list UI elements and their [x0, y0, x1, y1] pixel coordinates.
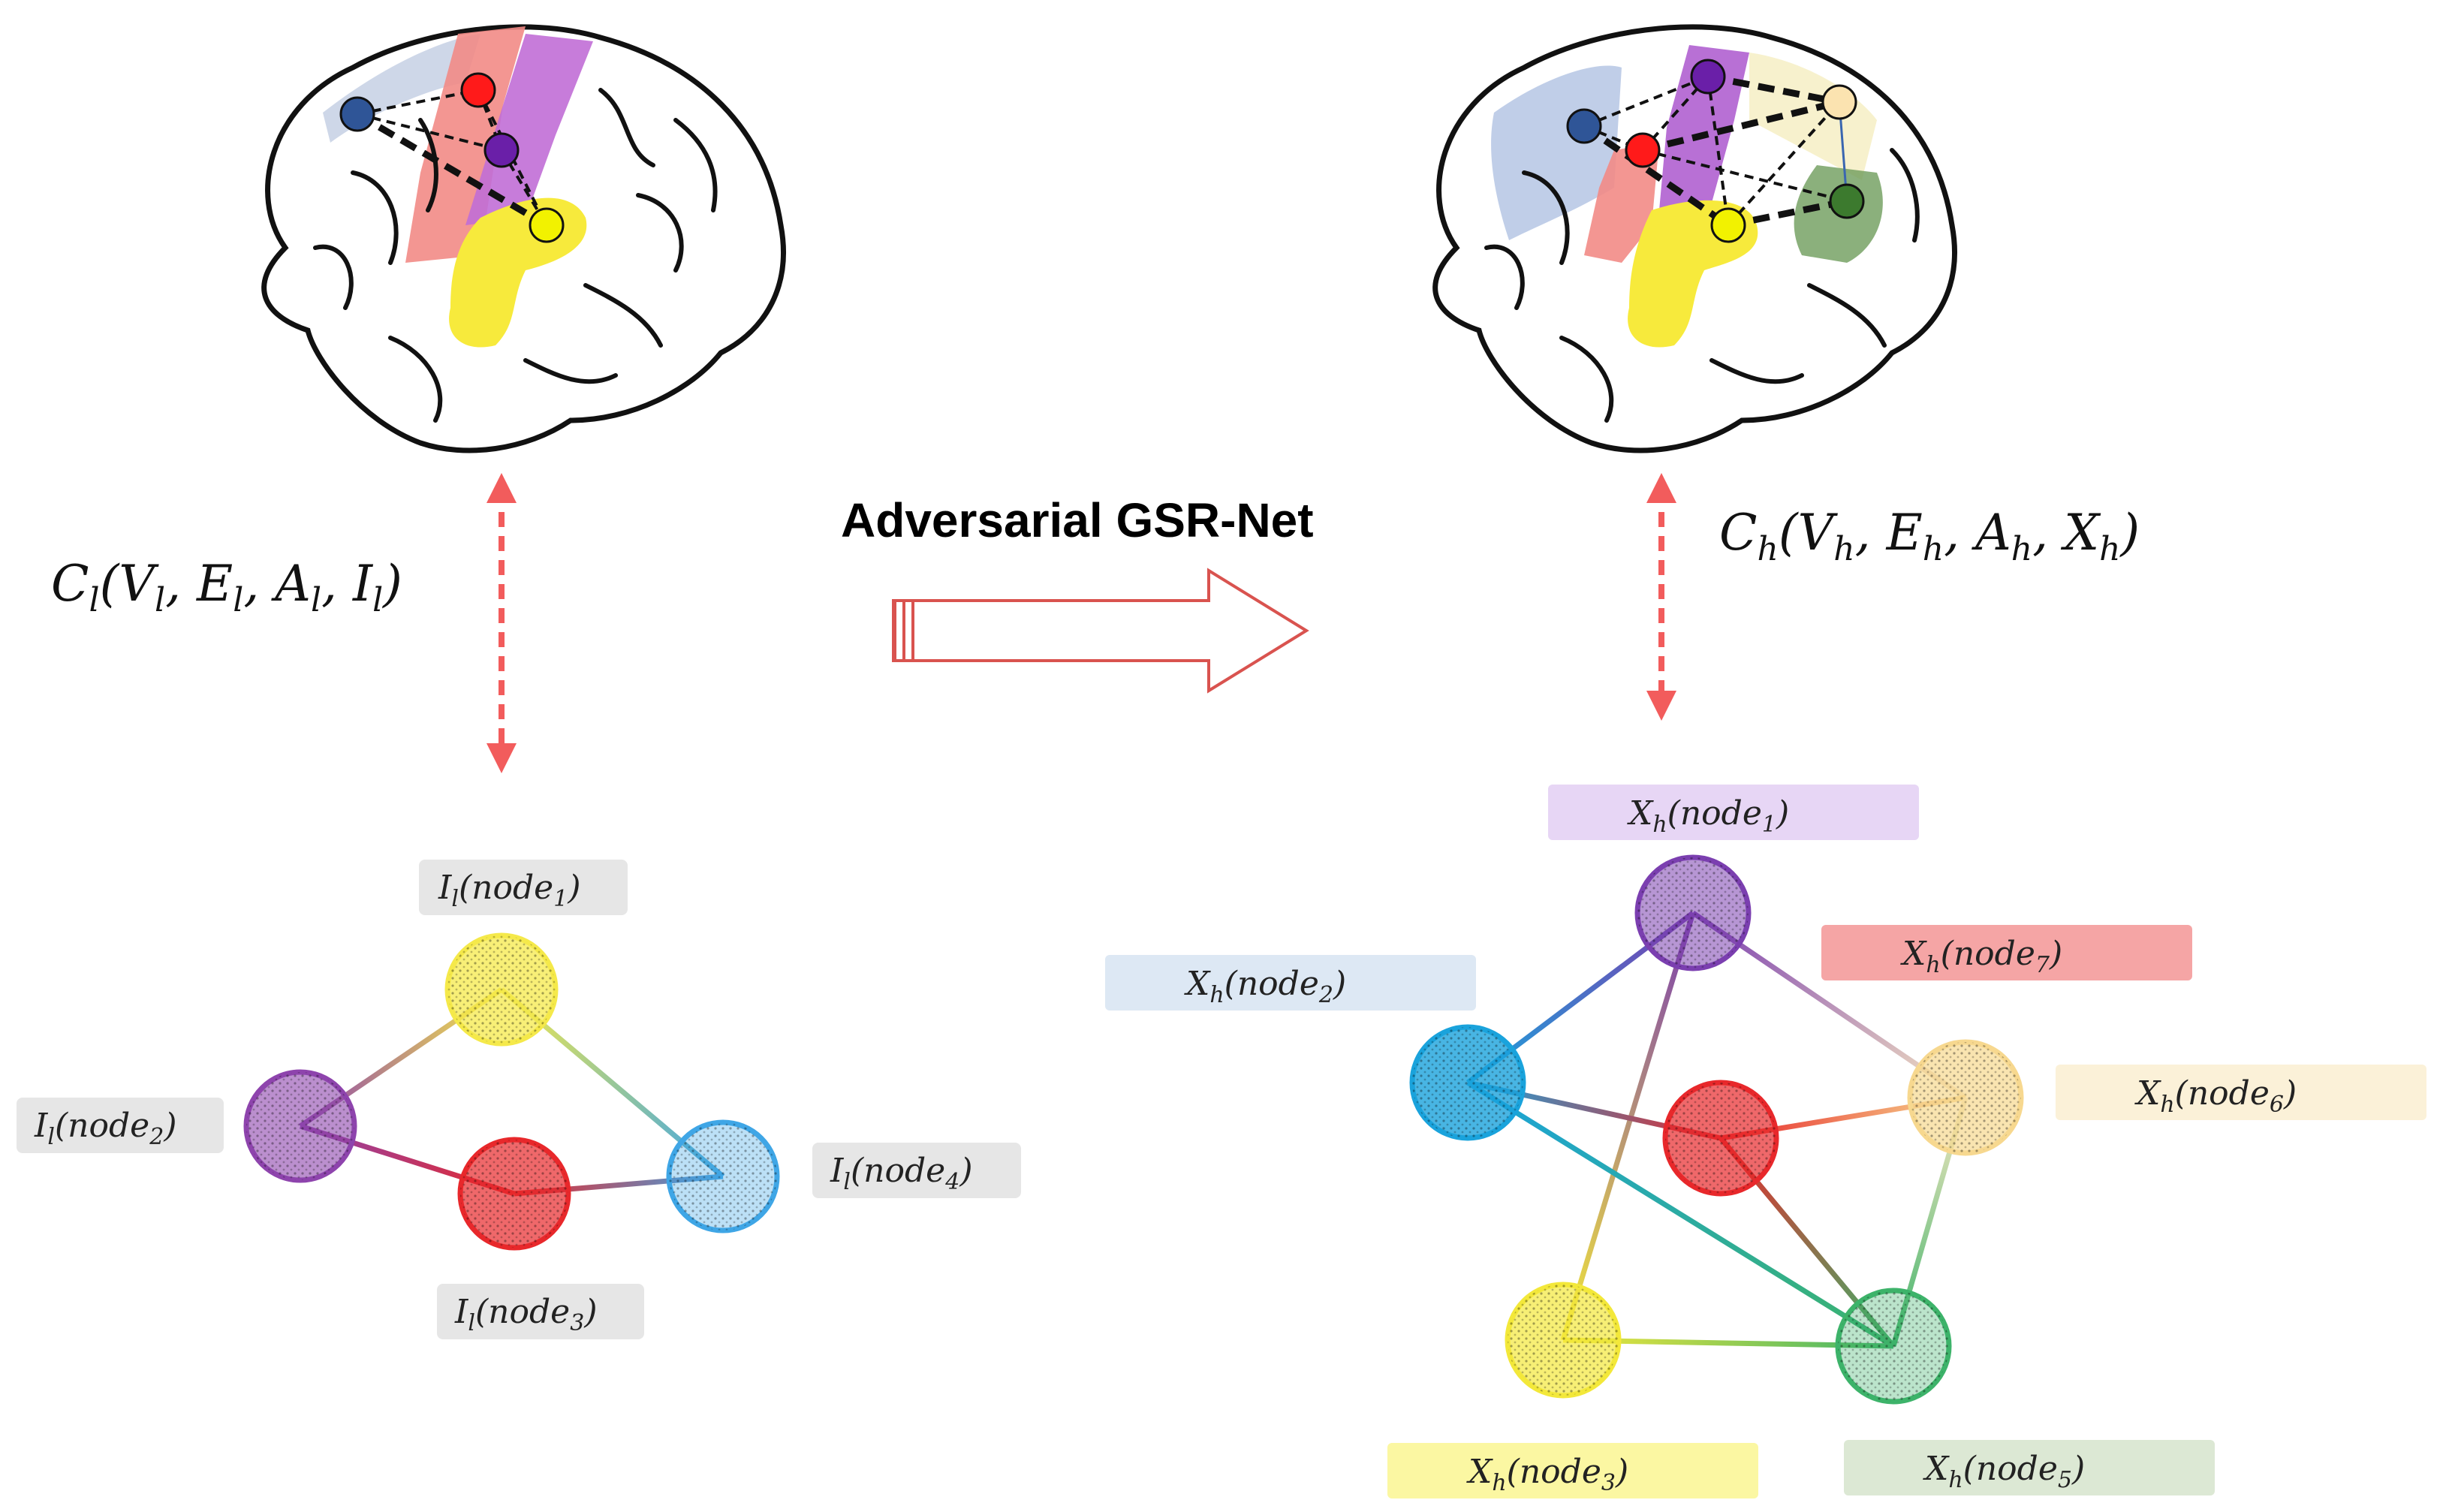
low-res-label-node2: Il(node2): [17, 1098, 224, 1153]
low-res-node-2: [243, 1069, 357, 1183]
svg-text:Il(node2): Il(node2): [34, 1107, 176, 1150]
high-res-node-5: [1835, 1288, 1952, 1405]
high-res-label-node2: Xh(node2): [1105, 955, 1476, 1011]
high-res-formula: Ch(Vh, Eh, Ah, Xh): [1719, 504, 2140, 568]
svg-text:Xh(node6): Xh(node6): [2134, 1074, 2297, 1118]
svg-text:Il(node3): Il(node3): [454, 1293, 597, 1336]
high-res-graph: Xh(node1) Xh(node2) Xh(node7) Xh(node6) …: [1105, 785, 2426, 1498]
svg-text:Xh(node1): Xh(node1): [1627, 794, 1789, 838]
low-res-label-node3: Il(node3): [437, 1284, 644, 1339]
svg-text:Il(node4): Il(node4): [830, 1152, 972, 1195]
svg-text:Xh(node3): Xh(node3): [1466, 1453, 1628, 1496]
high-res-node-6: [1907, 1039, 2024, 1156]
high-res-label-node3: Xh(node3): [1387, 1443, 1758, 1498]
svg-text:Xh(node5): Xh(node5): [1923, 1450, 2085, 1493]
svg-text:Xh(node2): Xh(node2): [1184, 965, 1346, 1008]
low-res-graph: Il(node1) Il(node2) Il(node3) Il(node4): [17, 860, 1021, 1339]
low-res-brain: [261, 24, 786, 453]
high-res-label-node5: Xh(node5): [1844, 1440, 2215, 1495]
high-res-label-node1: Xh(node1): [1548, 785, 1919, 840]
low-res-node-3: [457, 1137, 571, 1251]
high-res-node-2: [1409, 1024, 1526, 1141]
low-res-node-4: [666, 1119, 780, 1233]
svg-text:Xh(node7): Xh(node7): [1900, 935, 2062, 978]
method-title: Adversarial GSR-Net: [841, 493, 1314, 547]
low-res-node-1: [444, 932, 559, 1047]
low-res-formula: Cl(Vl, El, Al, Il): [51, 555, 402, 619]
high-res-brain: [1432, 24, 1957, 453]
high-res-node-4: [1662, 1080, 1779, 1197]
transform-arrow: [892, 568, 1309, 694]
svg-text:Il(node1): Il(node1): [438, 869, 580, 912]
low-res-label-node1: Il(node1): [419, 860, 628, 915]
high-res-node-1: [1634, 854, 1752, 971]
low-res-label-node4: Il(node4): [812, 1143, 1021, 1198]
high-res-label-node6: Xh(node6): [2056, 1065, 2426, 1120]
high-res-node-3: [1505, 1282, 1622, 1399]
high-res-label-node7: Xh(node7): [1821, 925, 2192, 980]
